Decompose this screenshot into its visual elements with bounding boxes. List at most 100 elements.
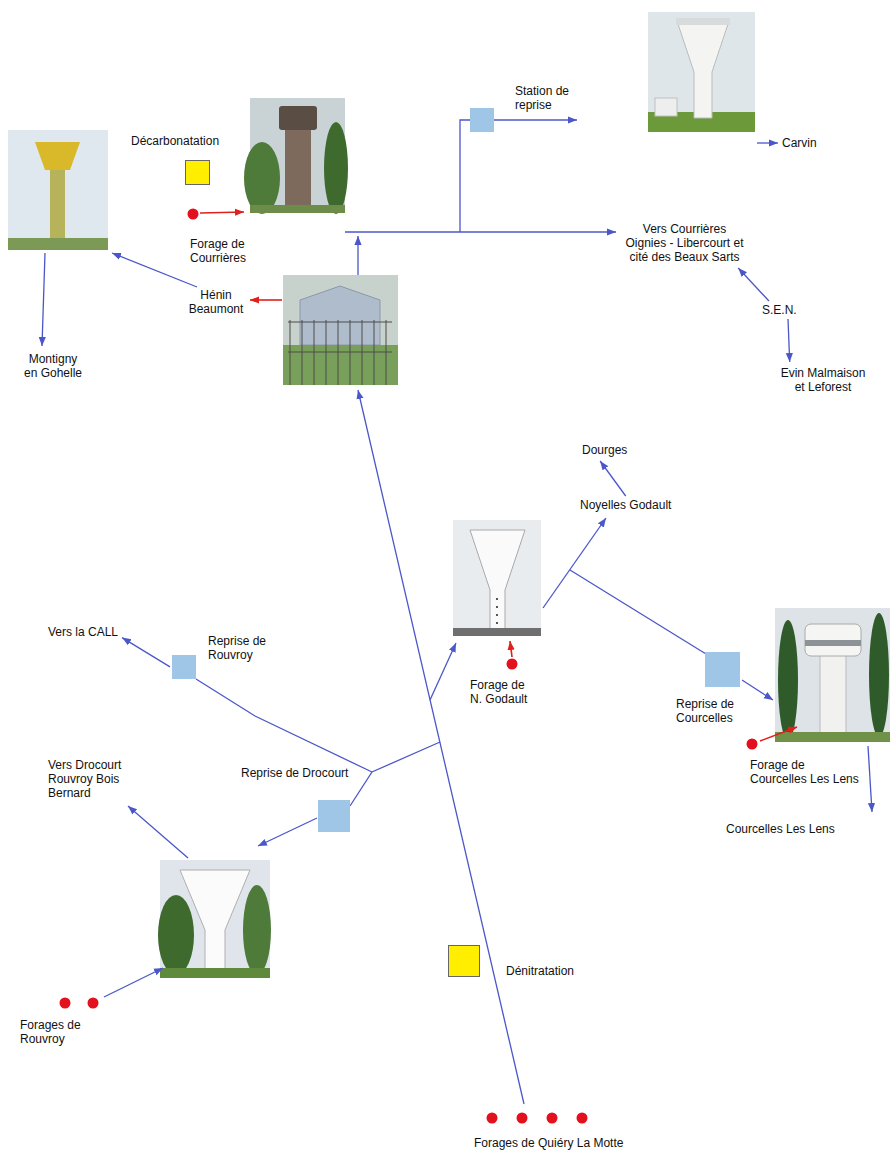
pipe-arrow [357,236,358,275]
town-label: Evin Malmaison et Leforest [778,366,868,394]
place-label-text: Forage de N. Godault [470,678,532,706]
borehole-arrow [760,727,797,741]
place-label-text: Hénin Beaumont [186,288,246,316]
tower-body [470,530,525,630]
place-label-text: Carvin [782,136,817,150]
station-square [470,108,494,132]
tower-tank [805,624,861,656]
station-square [318,800,350,832]
pipe-arrow [543,518,606,608]
station-square [448,945,480,977]
tower-body [180,870,250,972]
pipe-line [196,679,372,772]
photo-ground [453,628,541,636]
place-label-text: Noyelles Godault [580,498,671,512]
place-label-text: Vers la CALL [48,625,118,639]
pipe-arrow [757,142,778,143]
place-label-text: Forages de Quiéry La Motte [474,1136,623,1150]
pipe-arrow [42,253,45,346]
pumping-station: Station de reprise [515,84,571,112]
photo-tree [244,142,280,214]
borehole-dot [747,739,758,750]
pipe-arrow [104,968,163,997]
pipe-arrow [345,231,616,232]
pipe-arrow [868,746,872,812]
borehole-dot [517,1113,528,1124]
town-label: Dourges [582,443,627,457]
borehole-dot [547,1113,558,1124]
water-tower-photo [648,12,755,132]
borehole-arrow [510,641,512,657]
photo-sky [648,12,755,132]
place-label-text: Vers Drocourt Rouvroy Bois Bernard [48,758,125,800]
pumping-station: Reprise de Courcelles [676,697,740,725]
supplier-label: S.E.N. [762,303,797,317]
photo-tree [158,895,194,975]
tower-shaft [285,125,311,209]
photo-fence [288,320,392,385]
reservoir-photo [283,275,398,385]
destination-label: Vers la CALL [48,625,118,639]
place-label-text: Courcelles Les Lens [726,822,835,836]
treatment-station: Décarbonatation [131,134,219,148]
station-square [705,652,740,687]
borehole-arrow [200,212,244,213]
pipe-arrow [128,806,188,858]
place-label-text: Forages de Rouvroy [20,1018,88,1046]
place-label-text: Dénitratation [506,964,574,978]
photo-building [655,98,677,116]
water-tower-photo [453,520,541,636]
water-tower-photo [244,98,348,214]
place-label-text: Evin Malmaison et Leforest [778,366,868,394]
town-label: Montigny en Gohelle [22,352,84,380]
pipe-arrow [430,643,456,700]
borehole-label: Forages de Quiéry La Motte [474,1136,623,1150]
photo-ground [250,205,345,213]
photo-ground [160,968,270,978]
tower-shaft [50,170,65,238]
town-label: Courcelles Les Lens [726,822,835,836]
pipe-lines [42,120,872,1104]
photo-sky [453,520,541,636]
borehole-dots [60,209,758,1124]
photo-sky [775,608,890,742]
pipe-line [460,120,470,232]
pipe-arrow [112,253,197,287]
pipe-line [350,742,440,806]
photo-ground [775,732,890,742]
place-label-text: Décarbonatation [131,134,219,148]
place-label-text: Forage de Courrières [190,237,254,265]
town-label: Noyelles Godault [580,498,671,512]
photo-tree [324,122,348,214]
borehole-dot [88,998,99,1009]
pipe-arrow [494,119,577,120]
borehole-dot [577,1113,588,1124]
tower-windows [496,598,498,624]
place-label-text: Station de reprise [515,84,571,112]
borehole-arrow [250,299,282,301]
borehole-dot [507,659,518,670]
treatment-station: Dénitratation [506,964,574,978]
photo-sky [283,275,398,385]
station-square [172,655,196,679]
place-label-text: Vers Courrières Oignies - Libercourt et … [622,222,747,264]
flow-arrow [122,638,170,667]
borehole-label: Forage de Courrières [190,237,254,265]
tower-tank [35,142,80,170]
pumping-station: Reprise de Drocourt [241,766,350,780]
borehole-dot [487,1113,498,1124]
place-label-text: Reprise de Drocourt [241,766,350,780]
photo-tree [869,613,889,737]
borehole-label: Forages de Rouvroy [20,1018,88,1046]
destination-label: Vers Courrières Oignies - Libercourt et … [622,222,747,264]
photo-tree [778,620,798,740]
pipe-arrow [742,680,773,700]
tower-tank [279,106,317,130]
photo-tree [243,885,271,975]
borehole-dot [188,209,199,220]
pipe-arrow [258,818,317,846]
water-tower-photo [775,608,890,742]
place-label-text: Dourges [582,443,627,457]
